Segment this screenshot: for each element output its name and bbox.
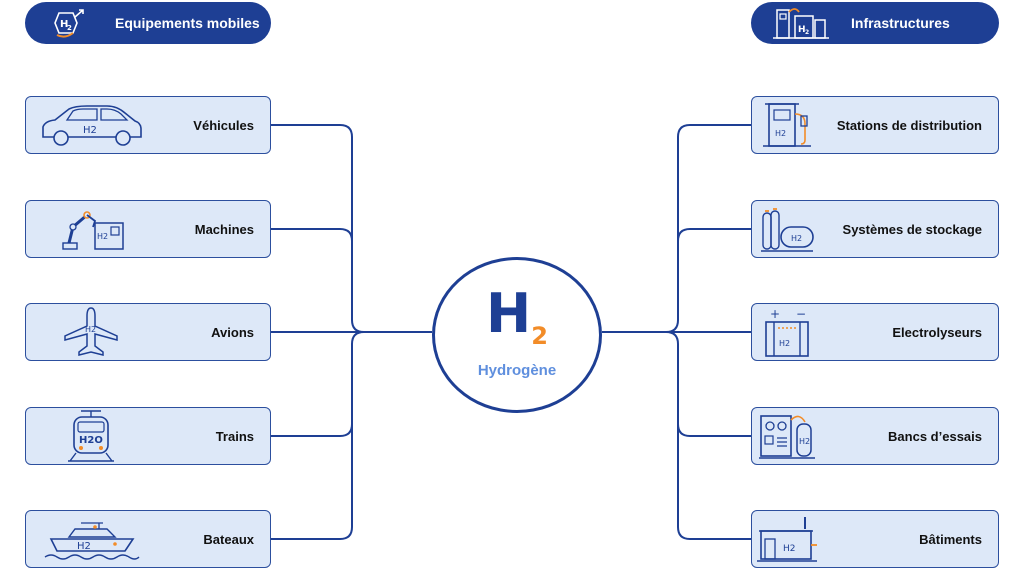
svg-text:H: H xyxy=(60,19,68,30)
train-h2o-tag: H2O xyxy=(79,435,103,446)
hub-label: Hydrogène xyxy=(477,362,557,379)
electrolyser-icon: + − H2 xyxy=(752,304,822,360)
electrolyser-h2-tag: H2 xyxy=(779,339,790,348)
svg-text:−: − xyxy=(796,307,806,321)
svg-text:H: H xyxy=(798,25,806,35)
infrastructure-title: Infrastructures xyxy=(851,15,950,31)
fuel-station-icon: H2 xyxy=(752,97,822,153)
card-batiments: H2 Bâtiments xyxy=(751,510,999,568)
h2-symbol: H2 xyxy=(435,282,599,350)
storage-h2-tag: H2 xyxy=(791,234,802,243)
connector-machines xyxy=(271,228,353,320)
card-label-vehicules: Véhicules xyxy=(193,117,254,133)
card-stockage: H2 Systèmes de stockage xyxy=(751,200,999,258)
connector-bateaux xyxy=(271,424,353,540)
connector-trains xyxy=(271,331,365,437)
boat-h2-tag: H2 xyxy=(77,541,91,552)
h2-molecule-icon: H 2 xyxy=(25,7,115,39)
car-icon: H2 xyxy=(26,97,156,153)
card-label-stations: Stations de distribution xyxy=(836,117,982,133)
station-h2-tag: H2 xyxy=(775,129,786,138)
svg-text:+: + xyxy=(770,307,780,321)
h2-plant-icon: H 2 xyxy=(751,4,851,42)
mobile-equipment-header: H 2 Equipements mobiles xyxy=(25,2,271,44)
card-label-avions: Avions xyxy=(211,324,254,340)
card-bancs: H2 Bancs d’essais xyxy=(751,407,999,465)
card-label-bancs: Bancs d’essais xyxy=(888,428,982,444)
card-label-machines: Machines xyxy=(194,221,254,237)
svg-text:2: 2 xyxy=(67,24,72,32)
card-electrolyseurs: + − H2 Electrolyseurs xyxy=(751,303,999,361)
building-icon: H2 xyxy=(752,511,822,567)
airplane-h2-tag: H2 xyxy=(85,325,96,334)
robot-arm-icon: H2 xyxy=(26,201,156,257)
boat-icon: H2 xyxy=(26,511,156,567)
card-vehicules: H2 Véhicules xyxy=(25,96,271,154)
test-bench-icon: H2 xyxy=(752,408,822,464)
connector-batiments xyxy=(677,424,751,540)
card-bateaux: H2 Bateaux xyxy=(25,510,271,568)
card-label-stockage: Systèmes de stockage xyxy=(842,221,982,237)
connector-bancs xyxy=(665,331,751,437)
card-machines: H2 Machines xyxy=(25,200,271,258)
storage-tank-icon: H2 xyxy=(752,201,822,257)
hydrogen-hub: H2 Hydrogène xyxy=(432,257,602,413)
bench-h2-tag: H2 xyxy=(799,437,810,446)
h2-symbol-main: H xyxy=(486,282,532,345)
h2-symbol-subscript: 2 xyxy=(531,322,548,350)
airplane-icon: H2 xyxy=(26,304,156,360)
train-icon: H2O xyxy=(26,408,156,464)
infrastructure-header: H 2 Infrastructures xyxy=(751,2,999,44)
card-label-batiments: Bâtiments xyxy=(919,531,982,547)
vehicle-h2-tag: H2 xyxy=(83,125,97,136)
card-stations: H2 Stations de distribution xyxy=(751,96,999,154)
svg-text:2: 2 xyxy=(805,29,809,36)
card-label-trains: Trains xyxy=(215,428,254,444)
card-avions: H2 Avions xyxy=(25,303,271,361)
building-h2-tag: H2 xyxy=(783,544,796,554)
mobile-equipment-title: Equipements mobiles xyxy=(115,15,260,31)
connector-stockage xyxy=(677,228,751,320)
card-label-bateaux: Bateaux xyxy=(203,531,254,547)
machine-h2-tag: H2 xyxy=(97,232,108,241)
card-trains: H2O Trains xyxy=(25,407,271,465)
card-label-electrolyseurs: Electrolyseurs xyxy=(892,324,982,340)
